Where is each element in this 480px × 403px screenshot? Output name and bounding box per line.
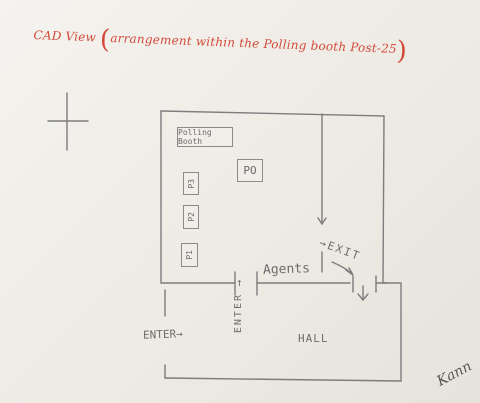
p1-label: P1 <box>185 250 194 260</box>
polling-officer-1-box: P1 <box>181 243 198 267</box>
hall-label: HALL <box>298 332 329 345</box>
door-enter-label: ENTER <box>233 293 244 334</box>
exit-down-arrowhead <box>357 293 369 302</box>
partition-down-arrowhead <box>317 217 327 226</box>
polling-officer-2-box: P2 <box>183 205 199 229</box>
p3-label: P3 <box>186 178 196 189</box>
polling-officer-3-box: P3 <box>183 172 199 195</box>
polling-booth-label: Polling Booth <box>178 128 212 146</box>
side-enter-label: ENTER→ <box>143 327 183 341</box>
hall-bottom-wall <box>164 377 402 382</box>
door-up-arrow-icon: ↑ <box>236 276 243 289</box>
exit-route-arrowhead <box>345 267 354 276</box>
booth-right-wall <box>382 115 385 284</box>
po-label: PO <box>243 164 257 177</box>
p2-label: P2 <box>186 212 196 222</box>
agents-label: Agents <box>262 261 311 278</box>
side-enter-arrow-icon: → <box>175 327 183 341</box>
polling-booth-box: Polling Booth <box>177 127 233 147</box>
presiding-officer-box: PO <box>237 159 263 182</box>
side-enter-text: ENTER <box>142 327 177 342</box>
booth-top-wall <box>160 110 385 117</box>
